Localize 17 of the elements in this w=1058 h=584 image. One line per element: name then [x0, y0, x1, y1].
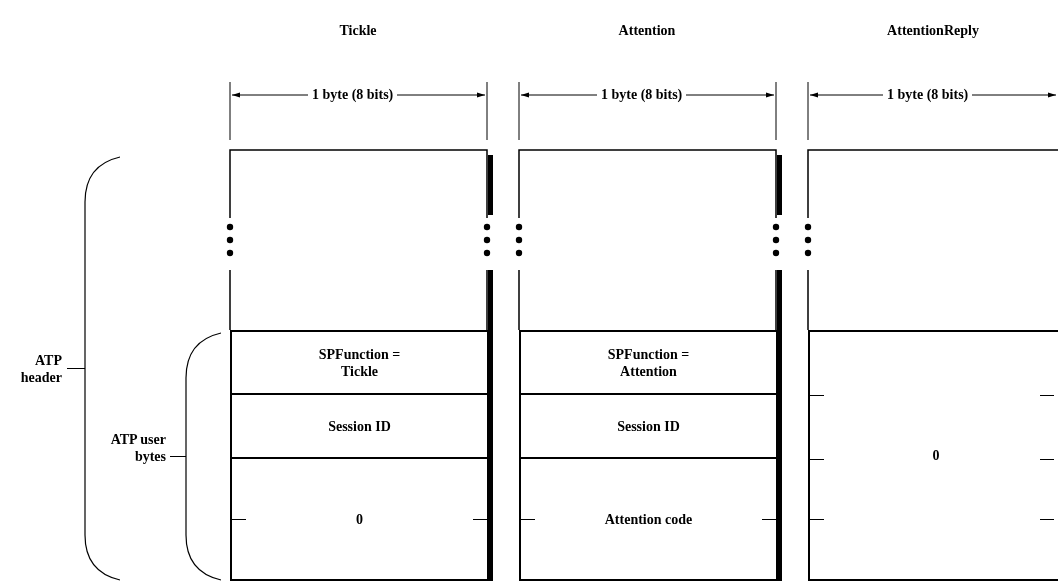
field-label: 0 — [356, 510, 363, 528]
field-label: Attention code — [604, 510, 693, 528]
dimension-label: 1 byte (8 bits) — [308, 86, 398, 103]
field-label: Session ID — [328, 417, 391, 435]
field-label: 0 — [932, 447, 940, 464]
header-field — [519, 330, 778, 395]
header-field — [230, 393, 489, 459]
field-label: SPFunction = Tickle — [317, 345, 402, 380]
header-field — [808, 330, 1058, 581]
header-field — [230, 457, 489, 581]
header-field — [519, 393, 778, 459]
header-field — [519, 457, 778, 581]
field-label: Session ID — [617, 417, 680, 435]
header-field — [230, 330, 489, 395]
dimension-label: 1 byte (8 bits) — [597, 86, 687, 103]
field-label: SPFunction = Attention — [606, 345, 691, 380]
dimension-label: 1 byte (8 bits) — [883, 86, 973, 103]
